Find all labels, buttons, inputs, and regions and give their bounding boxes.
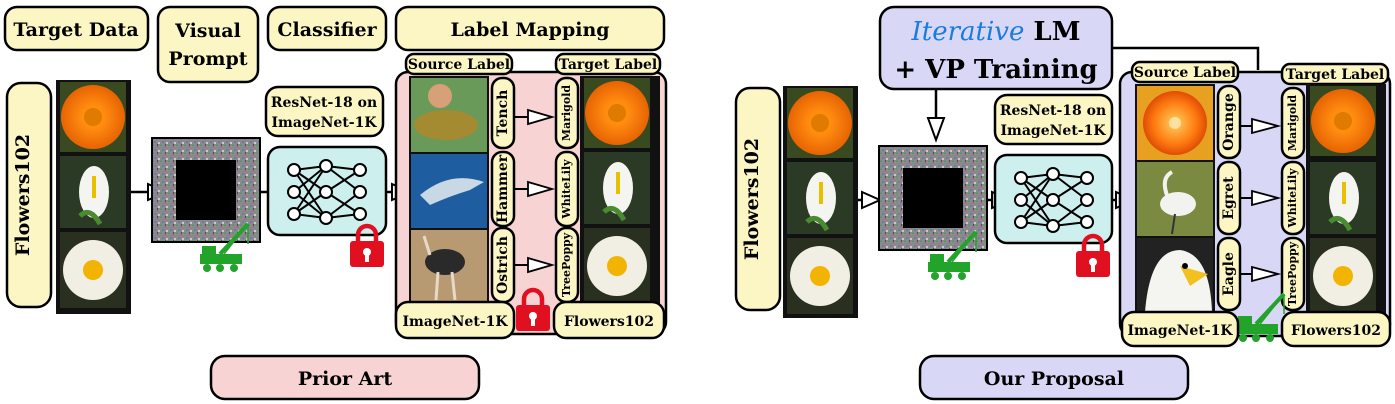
svg-text:Target Label: Target Label bbox=[559, 57, 658, 73]
source-label-header: Source Label bbox=[404, 52, 514, 76]
svg-text:Classifier: Classifier bbox=[277, 19, 377, 41]
svg-text:Label Mapping: Label Mapping bbox=[450, 19, 609, 41]
source-label-orange: Orange bbox=[1216, 84, 1242, 160]
svg-text:ImageNet-1K: ImageNet-1K bbox=[402, 314, 508, 330]
dataset-label-flowers102: Flowers102 bbox=[5, 81, 53, 309]
svg-text:Egret: Egret bbox=[1221, 176, 1237, 220]
classifier-network bbox=[993, 153, 1114, 245]
target-label-treepoppy: TreePoppy bbox=[1280, 236, 1306, 312]
visual-prompt-image bbox=[151, 137, 261, 243]
svg-text:Hammer: Hammer bbox=[495, 154, 511, 223]
svg-text:ImageNet-1K: ImageNet-1K bbox=[1127, 323, 1233, 339]
svg-text:WhiteLily: WhiteLily bbox=[560, 159, 573, 220]
classifier-network bbox=[266, 145, 388, 237]
neural-network-icon bbox=[287, 159, 367, 225]
source-label-header: Source Label bbox=[1130, 60, 1240, 84]
svg-text:Marigold: Marigold bbox=[1286, 95, 1299, 151]
caption-prior-art: Prior Art bbox=[209, 354, 481, 401]
svg-text:ResNet-18 on: ResNet-18 on bbox=[271, 95, 377, 111]
dataset-label-flowers102: Flowers102 bbox=[734, 86, 782, 312]
target-label-marigold: Marigold bbox=[554, 76, 580, 150]
model-label: ResNet-18 on ImageNet-1K bbox=[264, 85, 385, 138]
svg-text:Flowers102: Flowers102 bbox=[741, 138, 763, 260]
svg-text:Visual: Visual bbox=[174, 20, 241, 42]
source-label-tench: Tench bbox=[490, 76, 516, 150]
iterative-title: Iterative LM + VP Training bbox=[878, 5, 1114, 91]
source-label-ostrich: Ostrich bbox=[490, 226, 516, 304]
header-classifier: Classifier bbox=[266, 5, 388, 52]
source-images bbox=[409, 76, 489, 304]
svg-text:WhiteLily: WhiteLily bbox=[1286, 168, 1299, 229]
proposal-panel: Iterative LM + VP Training Flowers102 bbox=[734, 5, 1392, 401]
target-label-treepoppy: TreePoppy bbox=[554, 226, 580, 304]
svg-text:Flowers102: Flowers102 bbox=[12, 134, 34, 256]
svg-text:Source Label: Source Label bbox=[408, 57, 510, 73]
svg-text:ImageNet-1K: ImageNet-1K bbox=[271, 115, 377, 131]
svg-text:TreePoppy: TreePoppy bbox=[1286, 241, 1299, 306]
svg-text:Iterative LM: Iterative LM bbox=[911, 17, 1081, 47]
svg-text:ResNet-18 on: ResNet-18 on bbox=[1000, 103, 1106, 119]
feedback-connector bbox=[926, 46, 1260, 143]
neural-network-icon bbox=[1014, 167, 1094, 233]
prior-art-panel: Target Data Visual Prompt Classifier Lab… bbox=[3, 5, 668, 401]
svg-text:Source Label: Source Label bbox=[1134, 65, 1236, 81]
header-label-mapping: Label Mapping bbox=[394, 5, 666, 52]
target-images bbox=[783, 86, 858, 318]
svg-text:Orange: Orange bbox=[1221, 93, 1237, 151]
mapped-target-images bbox=[580, 76, 660, 304]
source-dataset-label: ImageNet-1K bbox=[1120, 310, 1240, 348]
svg-text:Eagle: Eagle bbox=[1221, 252, 1237, 296]
header-visual-prompt: Visual Prompt bbox=[156, 5, 260, 84]
mapping-arrows bbox=[1240, 117, 1282, 283]
svg-text:Tench: Tench bbox=[495, 90, 511, 137]
source-dataset-label: ImageNet-1K bbox=[394, 300, 516, 340]
caption-our-proposal: Our Proposal bbox=[918, 354, 1190, 401]
arrow bbox=[858, 190, 883, 210]
model-label: ResNet-18 on ImageNet-1K bbox=[993, 93, 1114, 146]
visual-prompt-image bbox=[878, 145, 988, 251]
svg-text:Our Proposal: Our Proposal bbox=[984, 368, 1124, 390]
target-label-marigold: Marigold bbox=[1280, 86, 1306, 160]
source-label-egret: Egret bbox=[1216, 160, 1242, 236]
svg-text:Flowers102: Flowers102 bbox=[564, 314, 654, 330]
svg-text:Flowers102: Flowers102 bbox=[1291, 323, 1381, 339]
svg-text:Target Data: Target Data bbox=[13, 19, 138, 41]
source-label-eagle: Eagle bbox=[1216, 236, 1242, 312]
target-dataset-label: Flowers102 bbox=[1280, 310, 1392, 348]
svg-text:ImageNet-1K: ImageNet-1K bbox=[1000, 123, 1106, 139]
header-target-data: Target Data bbox=[3, 5, 150, 52]
svg-text:Prior Art: Prior Art bbox=[298, 368, 393, 390]
svg-text:TreePoppy: TreePoppy bbox=[560, 232, 573, 297]
target-label-whitelily: WhiteLily bbox=[1280, 160, 1306, 236]
source-label-hammer: Hammer bbox=[490, 150, 516, 228]
mapped-target-images bbox=[1306, 84, 1386, 316]
target-label-header: Target Label bbox=[554, 52, 662, 76]
svg-text:Prompt: Prompt bbox=[168, 48, 247, 70]
target-dataset-label: Flowers102 bbox=[552, 300, 666, 340]
source-images bbox=[1135, 84, 1215, 314]
svg-text:+ VP Training: + VP Training bbox=[894, 55, 1097, 85]
mapping-arrows bbox=[514, 108, 556, 274]
svg-text:Ostrich: Ostrich bbox=[495, 236, 511, 294]
svg-text:Marigold: Marigold bbox=[560, 85, 573, 141]
target-images bbox=[56, 80, 131, 314]
target-label-header: Target Label bbox=[1280, 62, 1390, 86]
svg-text:Target Label: Target Label bbox=[1286, 67, 1385, 83]
target-label-whitelily: WhiteLily bbox=[554, 150, 580, 228]
